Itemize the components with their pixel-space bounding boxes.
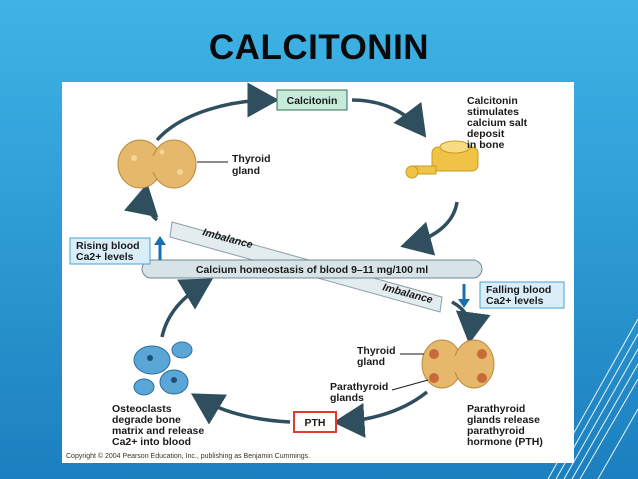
parathyroid-release-line2: glands release [467,414,540,426]
falling-blood-box [479,281,565,309]
arrow-bone-to-homeostasis [400,201,459,256]
parathyroid-release-line1: Parathyroid [467,403,525,415]
thyroid-bottom-line2: gland [357,356,385,368]
copyright-text: Copyright © 2004 Pearson Education, Inc.… [66,452,310,460]
arrow-imbalance-to-thyroid [124,183,159,222]
homeostasis-label: Calcium homeostasis of blood 9–11 mg/100… [196,264,428,276]
slide-title: CALCITONIN [208,28,430,67]
parathyroid-release-line3: parathyroid [467,425,525,437]
arrow-osteoclasts-to-homeostasis [160,278,214,338]
calcitonin-box [276,89,348,111]
up-arrow-icon [154,236,166,260]
parathyroid-line2: glands [330,392,364,404]
arrow-imbalance-to-parathyroid [451,300,491,344]
homeostasis-bar [141,259,483,279]
pth-label: PTH [305,417,326,429]
osteoclast-icon [133,341,193,396]
arrow-pth-to-osteoclasts [190,393,291,425]
bone-icon [405,140,479,179]
osteoclasts-line2: degrade bone [112,414,181,426]
diagram-figure: Calcitonin Thyroid gland Calcitonin stim… [62,82,574,463]
arrow-thyroid-to-calcitonin [155,82,279,142]
thyroid-label-line2: gland [232,165,260,177]
parathyroid-release-line4: hormone (PTH) [467,436,543,448]
calcitonin-label: Calcitonin [287,95,338,107]
osteoclasts-line3: matrix and release [112,425,204,437]
osteoclasts-line4: Ca2+ into blood [112,436,191,448]
pth-box [293,411,337,433]
thyroid-bottom-line1: Thyroid [357,345,396,357]
parathyroid-gland-icon [421,339,495,389]
falling-blood-line2: Ca2+ levels [486,295,544,307]
calcitonin-effect-line4: deposit [467,128,505,140]
arrow-calcitonin-to-bone [351,98,427,138]
calcitonin-effect-line2: stimulates [467,106,519,118]
thyroid-gland-icon [117,139,197,189]
parathyroid-line1: Parathyroid [330,381,388,393]
calcitonin-effect-line3: calcium salt [467,117,528,129]
down-arrow-icon [458,284,470,308]
calcitonin-effect-line5: in bone [467,139,504,151]
calcitonin-effect-line1: Calcitonin [467,95,518,107]
thyroid-label-line1: Thyroid [232,153,271,165]
osteoclasts-line1: Osteoclasts [112,403,172,415]
rising-blood-box [69,237,151,265]
rising-blood-line2: Ca2+ levels [76,251,134,263]
rising-blood-line1: Rising blood [76,240,140,252]
falling-blood-line1: Falling blood [486,284,551,296]
arrow-parathyroid-to-pth [333,390,429,438]
